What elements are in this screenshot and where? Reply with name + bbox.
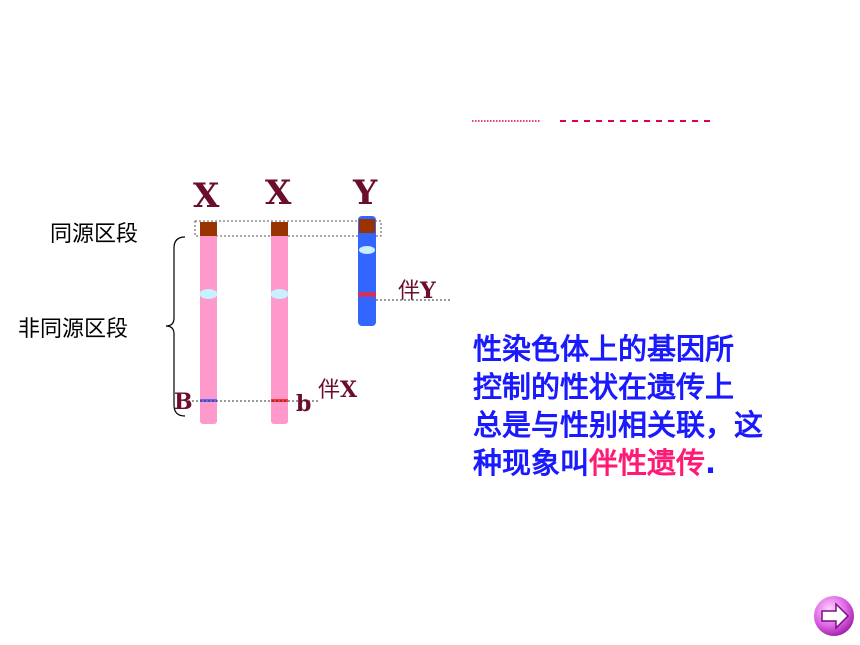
centromere	[199, 289, 218, 299]
homologous-cap	[359, 219, 375, 233]
x-chromosome-1-label: X	[193, 176, 220, 216]
y-linked-letter: Y	[420, 278, 436, 304]
centromere	[359, 246, 375, 254]
homologous-region-label: 同源区段	[50, 222, 139, 247]
non-homologous-region-label: 非同源区段	[18, 317, 129, 342]
explanation-line-3: 总是与性别相关联，这	[473, 408, 764, 442]
centromere	[270, 289, 289, 299]
x-linked-label: 伴X	[318, 372, 357, 404]
homologous-cap	[200, 222, 217, 236]
explanation-line-4-suffix: .	[705, 446, 717, 480]
explanation-line-1: 性染色体上的基因所	[473, 332, 735, 366]
explanation-line-4: 种现象叫伴性遗传.	[473, 444, 763, 482]
explanation-line-4-prefix: 种现象叫	[473, 446, 590, 480]
homologous-cap	[271, 222, 288, 236]
x-linked-prefix: 伴	[318, 378, 341, 403]
explanation-text: 性染色体上的基因所 控制的性状在遗传上 总是与性别相关联，这 种现象叫伴性遗传.	[473, 330, 763, 482]
y-linked-prefix: 伴	[398, 279, 421, 304]
x-chromosome-2-label: X	[265, 173, 292, 213]
y-chromosome-label: Y	[353, 173, 378, 213]
y-linked-label: 伴Y	[398, 273, 436, 305]
y-chromosome	[358, 216, 376, 326]
allele-B-label: B	[174, 389, 193, 415]
gene-band-b	[271, 399, 288, 402]
gene-band-y	[358, 292, 376, 297]
x-chromosome-2	[270, 222, 289, 424]
next-slide-button[interactable]	[810, 592, 858, 640]
x-linked-letter: X	[340, 377, 358, 403]
allele-b-label: b	[296, 391, 312, 417]
explanation-line-2: 控制的性状在遗传上	[473, 370, 735, 404]
x-chromosome-1	[199, 222, 218, 424]
sex-linked-inheritance-term: 伴性遗传	[589, 446, 706, 480]
right-arrow-icon	[812, 594, 856, 638]
non-homologous-brace	[165, 236, 186, 417]
